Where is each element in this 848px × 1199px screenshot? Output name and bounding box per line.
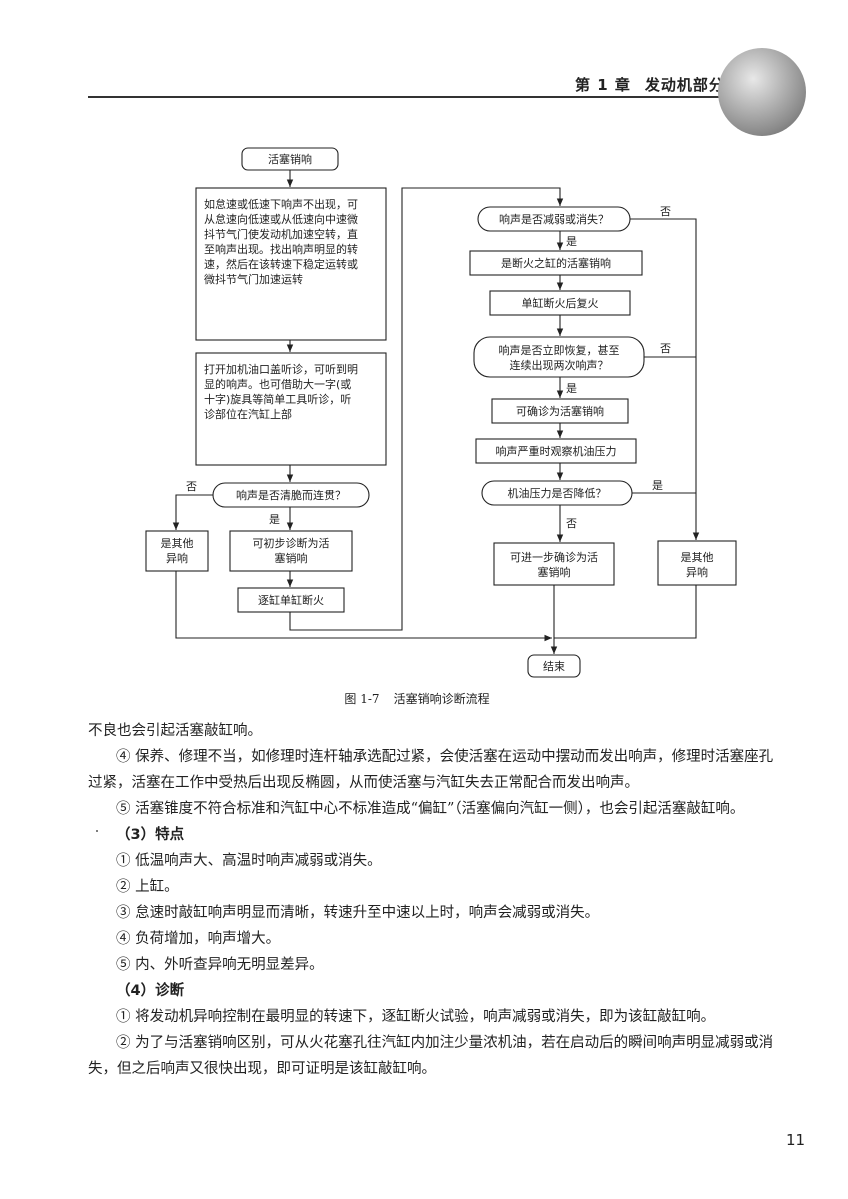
decision-recover-line-2: 连续出现两次响声？ <box>510 358 609 372</box>
box1-line-2: 从怠速向低速或从低速向中速微 <box>204 212 358 226</box>
yes-label-4: 是 <box>652 479 663 492</box>
diagnosis-1: ① 将发动机异响控制在最明显的转速下，逐缸断火试验，响声减弱或消失，即为该缸敲缸… <box>116 1009 716 1025</box>
prelim-line-2: 塞销响 <box>275 551 308 565</box>
section-heading-diagnosis: （4）诊断 <box>116 983 185 999</box>
prelim-diagnosis-box <box>229 530 353 572</box>
cut-cylinder-box <box>469 250 643 276</box>
other-noise-box-left <box>145 530 209 572</box>
box2-line-2: 显的响声。也可借助大一字(或 <box>204 377 351 391</box>
confirm-label: 可确诊为活塞销响 <box>516 404 604 418</box>
page-number: 11 <box>786 1131 806 1149</box>
body-text: 不良也会引起活塞敲缸响。 ④ 保养、修理不当，如修理时连杆轴承选配过紧，会使活塞… <box>88 718 782 1082</box>
other-noise-box-right <box>657 540 737 586</box>
instruction-box-2 <box>195 352 387 466</box>
observe-oil-box <box>475 438 637 464</box>
box1-line-5: 速，然后在该转速下稳定运转或 <box>204 257 358 271</box>
other-noise-left-2: 异响 <box>166 552 188 565</box>
page-header: 第 1 章发动机部分 <box>575 74 739 95</box>
restore-label: 单缸断火后复火 <box>522 296 599 310</box>
chapter-number: 第 1 章 <box>575 76 631 94</box>
chapter-title: 发动机部分 <box>644 76 725 94</box>
figure-title: 活塞销响诊断流程 <box>393 692 490 706</box>
decision-oil-label: 机油压力是否降低？ <box>508 486 607 500</box>
end-label: 结束 <box>543 660 565 673</box>
end-terminal <box>527 654 581 678</box>
flowchart: 活塞销响 如怠速或低速下响声不出现，可 从怠速向低速或从低速向中速微 抖节气门使… <box>145 147 737 678</box>
further-line-2: 塞销响 <box>538 565 571 579</box>
section-heading-features: （3）特点 <box>116 827 185 843</box>
no-label-4: 否 <box>566 517 577 530</box>
observe-oil-label: 响声严重时观察机油压力 <box>496 444 617 458</box>
other-noise-right-1: 是其他 <box>681 551 714 564</box>
feature-3: ③ 怠速时敲缸响声明显而清晰，转速升至中速以上时，响声会减弱或消失。 <box>116 905 600 921</box>
instruction-box-1 <box>195 187 387 341</box>
box2-line-3: 十字)旋具等简单工具听诊，听 <box>204 392 351 406</box>
box2-line-1: 打开加机油口盖听诊，可听到明 <box>204 362 358 376</box>
cut-each-cylinder-box <box>237 587 345 613</box>
box1-line-1: 如怠速或低速下响声不出现，可 <box>204 197 358 211</box>
decision-weaken-label: 响声是否减弱或消失？ <box>499 212 609 226</box>
decision-crisp-label: 响声是否清脆而连贯？ <box>236 488 346 502</box>
feature-2: ② 上缸。 <box>116 879 179 895</box>
further-line-1: 可进一步确诊为活 <box>510 550 598 564</box>
diagnosis-2: ② 为了与活塞销响区别，可从火花塞孔往汽缸内加注少量浓机油，若在启动后的瞬间响声… <box>88 1035 774 1077</box>
paragraph-item-4: ④ 保养、修理不当，如修理时连杆轴承选配过紧，会使活塞在运动中摆动而发出响声，修… <box>88 749 774 791</box>
prelim-line-1: 可初步诊断为活 <box>253 536 330 550</box>
header-rule <box>88 96 778 98</box>
no-label-3: 否 <box>660 342 671 355</box>
start-label: 活塞销响 <box>268 152 312 166</box>
other-noise-right-2: 异响 <box>686 566 708 579</box>
figure-caption: 图 1-7 活塞销响诊断流程 <box>0 690 848 707</box>
no-label-2: 否 <box>660 205 671 218</box>
paragraph-item-5: ⑤ 活塞锥度不符合标准和汽缸中心不标准造成“偏缸”（活塞偏向汽缸一侧），也会引起… <box>116 801 745 817</box>
car-logo-icon <box>718 48 806 136</box>
feature-5: ⑤ 内、外听查异响无明显差异。 <box>116 957 324 973</box>
box2-line-4: 诊部位在汽缸上部 <box>204 407 292 421</box>
scan-speck <box>96 830 98 832</box>
box1-line-4: 至响声出现。找出响声明显的转 <box>204 242 358 256</box>
paragraph-continued: 不良也会引起活塞敲缸响。 <box>88 723 262 739</box>
box1-line-3: 抖节气门使发动机加速空转，直 <box>204 227 358 241</box>
no-label-1: 否 <box>186 480 197 493</box>
yes-label-3: 是 <box>566 382 577 395</box>
figure-number: 图 1-7 <box>344 692 380 706</box>
other-noise-left-1: 是其他 <box>161 537 194 550</box>
cut-cylinder-label: 是断火之缸的活塞销响 <box>501 256 611 270</box>
cut-each-label: 逐缸单缸断火 <box>258 593 324 607</box>
box1-line-6: 微抖节气门加速运转 <box>204 272 303 286</box>
yes-label-1: 是 <box>269 513 280 526</box>
yes-label-2: 是 <box>566 235 577 248</box>
feature-1: ① 低温响声大、高温时响声减弱或消失。 <box>116 853 382 869</box>
feature-4: ④ 负荷增加，响声增大。 <box>116 931 281 947</box>
decision-recover-line-1: 响声是否立即恢复，甚至 <box>499 343 620 357</box>
